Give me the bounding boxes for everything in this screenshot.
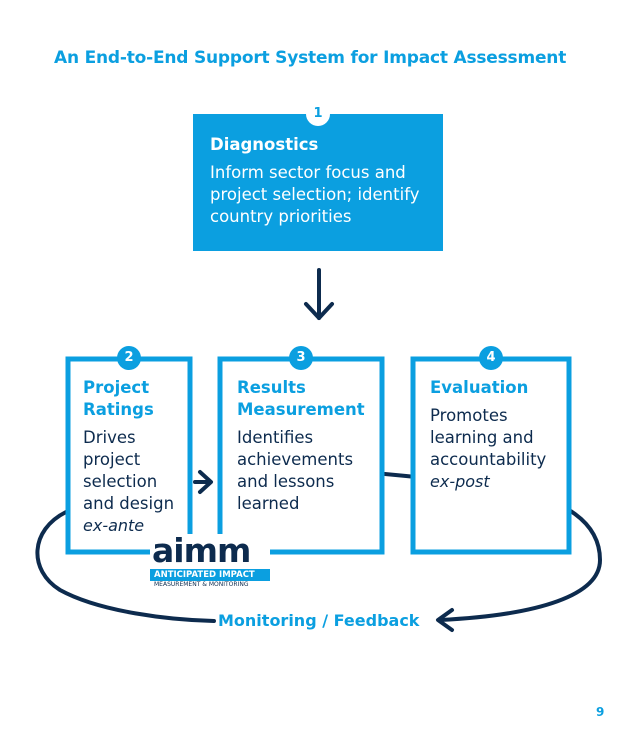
results-measurement-title: Results bbox=[237, 378, 306, 397]
project-ratings-line: project bbox=[83, 450, 141, 469]
results-measurement-line: achievements bbox=[237, 450, 354, 469]
project-ratings-line: and design bbox=[83, 494, 175, 513]
results-measurement-text: Results Measurement Identifies achieveme… bbox=[237, 377, 365, 515]
step-1-badge: 1 bbox=[306, 102, 330, 126]
diagnostics-title: Diagnostics bbox=[210, 135, 319, 154]
evaluation-line: learning and bbox=[430, 428, 534, 447]
project-ratings-box bbox=[65, 356, 193, 555]
aimm-logo-word: aimm bbox=[152, 531, 251, 570]
evaluation-line: accountability bbox=[430, 450, 547, 469]
results-measurement-line: learned bbox=[237, 494, 300, 513]
feedback-loop-left bbox=[35, 510, 216, 623]
diagnostics-line: Inform sector focus and bbox=[210, 163, 406, 182]
diagnostics-box bbox=[193, 114, 443, 251]
step-3-badge: 3 bbox=[289, 346, 313, 370]
project-ratings-title: Ratings bbox=[83, 400, 154, 419]
evaluation-line: Promotes bbox=[430, 406, 508, 425]
results-measurement-line: and lessons bbox=[237, 472, 335, 491]
aimm-logo-line2: MEASUREMENT & MONITORING bbox=[154, 581, 249, 588]
evaluation-text: Evaluation Promotes learning and account… bbox=[430, 377, 546, 493]
project-ratings-text: Project Ratings Drives project selection… bbox=[83, 377, 174, 537]
results-measurement-line: Identifies bbox=[237, 428, 314, 447]
step-2-badge: 2 bbox=[117, 346, 141, 370]
diagnostics-text: Diagnostics Inform sector focus and proj… bbox=[210, 134, 419, 228]
results-measurement-box bbox=[217, 356, 385, 555]
project-ratings-line: selection bbox=[83, 472, 158, 491]
aimm-logo-line1: ANTICIPATED IMPACT bbox=[150, 569, 270, 581]
diagnostics-line: country priorities bbox=[210, 207, 352, 226]
page-number: 9 bbox=[596, 705, 605, 719]
project-ratings-title: Project bbox=[83, 378, 150, 397]
evaluation-italic: ex-post bbox=[430, 472, 490, 491]
page-title: An End-to-End Support System for Impact … bbox=[54, 48, 567, 68]
diagnostics-line: project selection; identify bbox=[210, 185, 420, 204]
aimm-logo: aimm ANTICIPATED IMPACT MEASUREMENT & MO… bbox=[150, 534, 270, 588]
right-arrow-head bbox=[198, 470, 213, 494]
down-arrow-head bbox=[304, 302, 334, 320]
step-4-badge: 4 bbox=[479, 346, 503, 370]
evaluation-title: Evaluation bbox=[430, 378, 529, 397]
monitoring-feedback-label: Monitoring / Feedback bbox=[216, 611, 422, 630]
project-ratings-italic: ex-ante bbox=[83, 516, 145, 535]
project-ratings-line: Drives bbox=[83, 428, 136, 447]
feedback-arrowhead bbox=[436, 608, 454, 632]
results-measurement-title: Measurement bbox=[237, 400, 365, 419]
